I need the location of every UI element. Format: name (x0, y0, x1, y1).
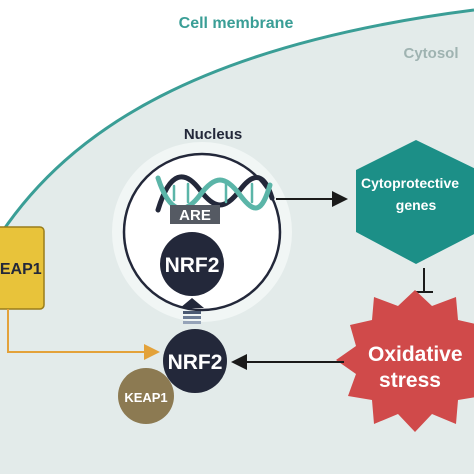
nrf2-cytosolic-circle (163, 329, 227, 393)
cytosol-label: Cytosol (403, 45, 458, 62)
cytoprotective-genes-line2: genes (396, 197, 437, 213)
keap1-to-nrf2-arrow (7, 309, 160, 360)
are-label: ARE (179, 207, 211, 224)
nrf2-cytosolic-label: NRF2 (168, 351, 223, 374)
genes-inhibit-stress (415, 268, 433, 293)
translocation-arrow (180, 298, 204, 324)
keap1-circle-label: KEAP1 (124, 390, 167, 405)
keap1-box (0, 226, 45, 310)
cell-membrane (0, 8, 474, 236)
cell-membrane-label: Cell membrane (179, 15, 294, 32)
oxidative-stress-line1: Oxidative (368, 343, 463, 366)
keap1-box-label: KEAP1 (0, 261, 42, 278)
are-box (170, 205, 220, 224)
nrf2-nuclear-circle (160, 232, 224, 296)
oxidative-stress-burst (336, 290, 474, 432)
cytoprotective-genes-hexagon (356, 140, 474, 264)
oxidative-stress-line2: stress (379, 369, 441, 392)
nrf2-nuclear-label: NRF2 (165, 254, 220, 277)
nucleus-label: Nucleus (184, 126, 242, 143)
keap1-circle (118, 368, 174, 424)
cytoprotective-genes-line1: Cytoprotective (361, 175, 459, 191)
